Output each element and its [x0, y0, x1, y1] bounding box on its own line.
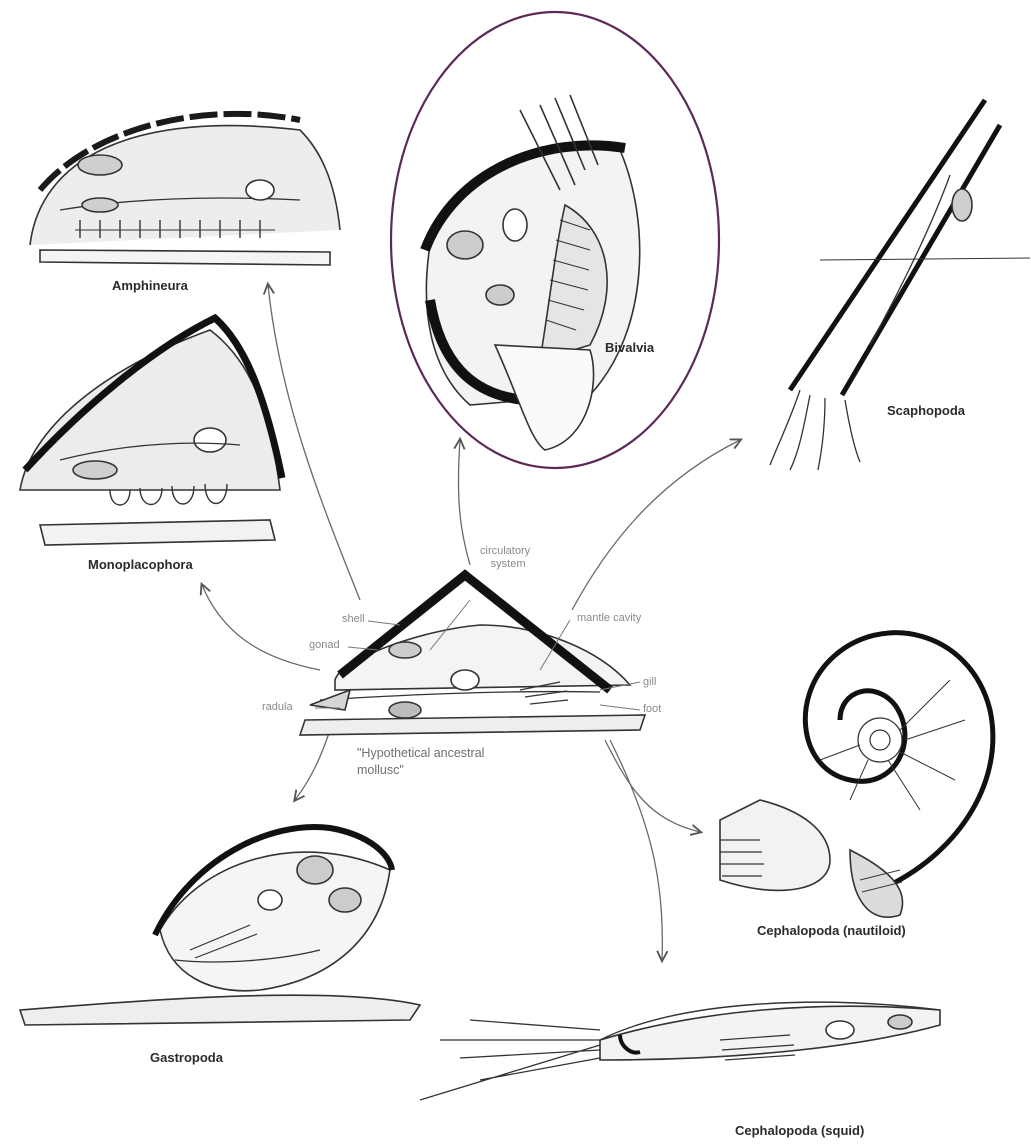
part-radula: radula: [262, 701, 293, 714]
bivalvia-drawing: [425, 95, 640, 450]
label-scaphopoda: Scaphopoda: [887, 403, 965, 418]
part-circulatory-line2: system: [480, 558, 530, 571]
ancestor-drawing: [300, 575, 645, 735]
label-monoplacophora: Monoplacophora: [88, 557, 193, 572]
arrow-to-monoplacophora: [202, 585, 320, 670]
arrow-to-squid: [610, 740, 662, 960]
arrow-to-amphineura: [268, 285, 360, 600]
gastropoda-drawing: [20, 827, 420, 1025]
part-gill: gill: [643, 676, 656, 689]
part-circulatory-system: circulatory system: [480, 545, 530, 571]
arrow-to-bivalvia: [458, 440, 470, 565]
ancestor-caption: "Hypothetical ancestral mollusc": [357, 745, 484, 779]
label-squid: Cephalopoda (squid): [735, 1123, 864, 1138]
amphineura-drawing: [30, 114, 340, 265]
arrow-to-scaphopoda: [572, 440, 740, 610]
label-gastropoda: Gastropoda: [150, 1050, 223, 1065]
nautiloid-drawing: [720, 633, 993, 917]
squid-drawing: [420, 1002, 940, 1100]
part-mantle-cavity: mantle cavity: [577, 612, 641, 625]
ancestor-caption-line1: "Hypothetical ancestral: [357, 745, 484, 762]
arrow-to-nautiloid: [605, 740, 700, 832]
part-circulatory-line1: circulatory: [480, 545, 530, 558]
part-shell: shell: [342, 613, 365, 626]
arrow-to-gastropoda: [295, 730, 330, 800]
label-bivalvia: Bivalvia: [605, 340, 654, 355]
label-nautiloid: Cephalopoda (nautiloid): [757, 923, 906, 938]
part-foot: foot: [643, 703, 661, 716]
ancestor-caption-line2: mollusc": [357, 762, 484, 779]
part-gonad: gonad: [309, 639, 340, 652]
label-amphineura: Amphineura: [112, 278, 188, 293]
monoplacophora-drawing: [20, 318, 282, 545]
